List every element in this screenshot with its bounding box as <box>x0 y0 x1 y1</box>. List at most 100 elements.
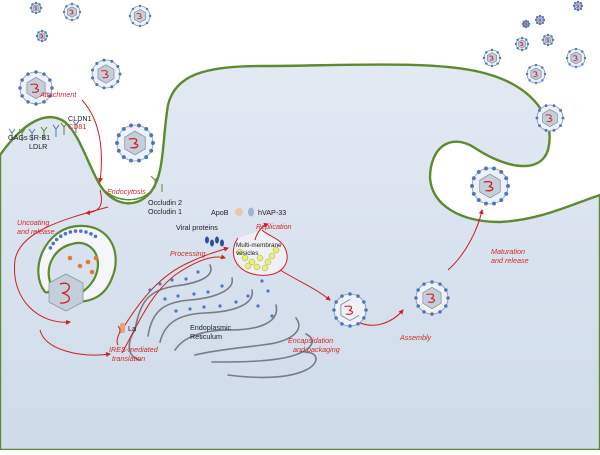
virion <box>35 29 49 43</box>
spike-glycoprotein <box>362 300 366 304</box>
spike-glycoprotein <box>44 38 47 41</box>
spike-glycoprotein <box>20 94 24 98</box>
viral-rna <box>426 293 436 303</box>
spike-glycoprotein <box>541 66 544 69</box>
label-gags: GAGs <box>8 133 28 142</box>
virion-released <box>482 48 502 68</box>
spike-glycoprotein <box>40 29 44 33</box>
spike-glycoprotein <box>471 176 476 181</box>
hvap33-protein <box>248 207 254 217</box>
spike-glycoprotein <box>484 201 488 206</box>
endoplasmic-reticulum <box>128 264 317 379</box>
label-apob: ApoB <box>211 208 229 217</box>
nucleocapsid-forming <box>332 292 368 328</box>
spike-glycoprotein <box>138 4 142 8</box>
spike-glycoprotein <box>561 116 565 120</box>
spike-glycoprotein <box>34 1 38 5</box>
labels: Attachment CLDN1 CD81 SR-B1 GAGs LDLR En… <box>8 90 529 363</box>
spike-glycoprotein <box>504 176 509 181</box>
spike-glycoprotein <box>551 38 555 42</box>
proton-ion <box>89 269 95 275</box>
spike-glycoprotein <box>42 100 46 104</box>
proton-ion <box>93 255 99 261</box>
spike-glycoprotein <box>527 22 531 26</box>
viral-protein <box>210 239 214 247</box>
spike-glycoprotein <box>579 1 583 5</box>
proton-ion <box>77 263 83 269</box>
spike-glycoprotein <box>542 18 546 22</box>
viral-rna <box>519 42 524 46</box>
spike-glycoprotein <box>70 2 74 6</box>
spike-glycoprotein <box>484 166 488 171</box>
spike-glycoprotein <box>498 56 502 60</box>
spike-glycoprotein <box>559 108 562 112</box>
spike-glycoprotein <box>534 81 538 85</box>
receptor-cluster <box>8 120 163 192</box>
label-occludin2: Occludin 2 <box>148 198 182 207</box>
vesicle <box>261 264 269 272</box>
spike-glycoprotein <box>576 8 580 12</box>
spike-glycoprotein <box>356 322 360 326</box>
spike-glycoprotein <box>538 14 542 18</box>
viral-rna <box>546 38 550 42</box>
spike-glycoprotein <box>70 18 74 22</box>
spike-glycoprotein <box>65 16 68 19</box>
capsid <box>340 298 360 322</box>
spike-glycoprotein <box>535 21 539 25</box>
occludin-receptor <box>150 175 163 192</box>
spike-glycoprotein <box>95 83 99 87</box>
spike-glycoprotein <box>128 14 132 18</box>
spike-glycoprotein <box>538 124 541 128</box>
vesicle <box>272 246 280 254</box>
spike-glycoprotein <box>576 0 580 4</box>
spike-glycoprotein <box>348 324 352 328</box>
spike-glycoprotein <box>37 31 40 34</box>
spike-glycoprotein <box>414 296 418 300</box>
virion <box>521 19 531 29</box>
virion-assembled <box>414 280 450 316</box>
label-uncoating-1: Uncoating <box>17 218 49 227</box>
spike-glycoprotein <box>137 158 141 163</box>
label-encapsidation-1: Encapsidation <box>288 336 333 345</box>
spike-glycoprotein <box>362 316 366 320</box>
spike-glycoprotein <box>476 198 481 203</box>
proton-ion <box>67 255 73 261</box>
spike-glycoprotein <box>91 68 95 72</box>
virion <box>62 2 82 22</box>
spike-glycoprotein <box>438 282 442 286</box>
label-viral-proteins: Viral proteins <box>176 223 218 232</box>
label-endocytosis: Endocytosis <box>107 187 146 196</box>
virion-attaching <box>18 70 54 106</box>
spike-glycoprotein <box>581 50 584 53</box>
label-ires-2: translation <box>112 354 145 363</box>
spike-glycoprotein <box>34 11 38 15</box>
spike-glycoprotein <box>572 4 576 8</box>
spike-glycoprotein <box>581 63 584 66</box>
proton-ion <box>85 259 91 265</box>
viral-rna <box>34 6 38 10</box>
spike-glycoprotein <box>580 4 584 8</box>
spike-glycoprotein <box>38 10 41 13</box>
spike-glycoprotein <box>552 128 556 132</box>
spike-glycoprotein <box>535 15 539 19</box>
spike-glycoprotein <box>514 42 518 46</box>
virion <box>91 58 122 90</box>
spike-glycoprotein <box>151 141 155 145</box>
spike-glycoprotein <box>148 14 152 18</box>
virion <box>534 14 546 26</box>
spike-glycoprotein <box>416 304 420 308</box>
spike-glycoprotein <box>543 35 546 38</box>
spike-glycoprotein <box>131 7 135 11</box>
spike-glycoprotein <box>116 64 120 68</box>
spike-glycoprotein <box>20 78 24 82</box>
spike-glycoprotein <box>116 133 121 138</box>
spike-glycoprotein <box>138 24 142 28</box>
spike-glycoprotein <box>340 294 344 298</box>
viral-rna <box>136 13 142 20</box>
spike-glycoprotein <box>115 141 119 145</box>
spike-glycoprotein <box>546 33 550 37</box>
spike-glycoprotein <box>18 86 22 90</box>
viral-rna <box>344 305 354 315</box>
label-replication: Replication <box>256 222 292 231</box>
spike-glycoprotein <box>573 7 577 11</box>
